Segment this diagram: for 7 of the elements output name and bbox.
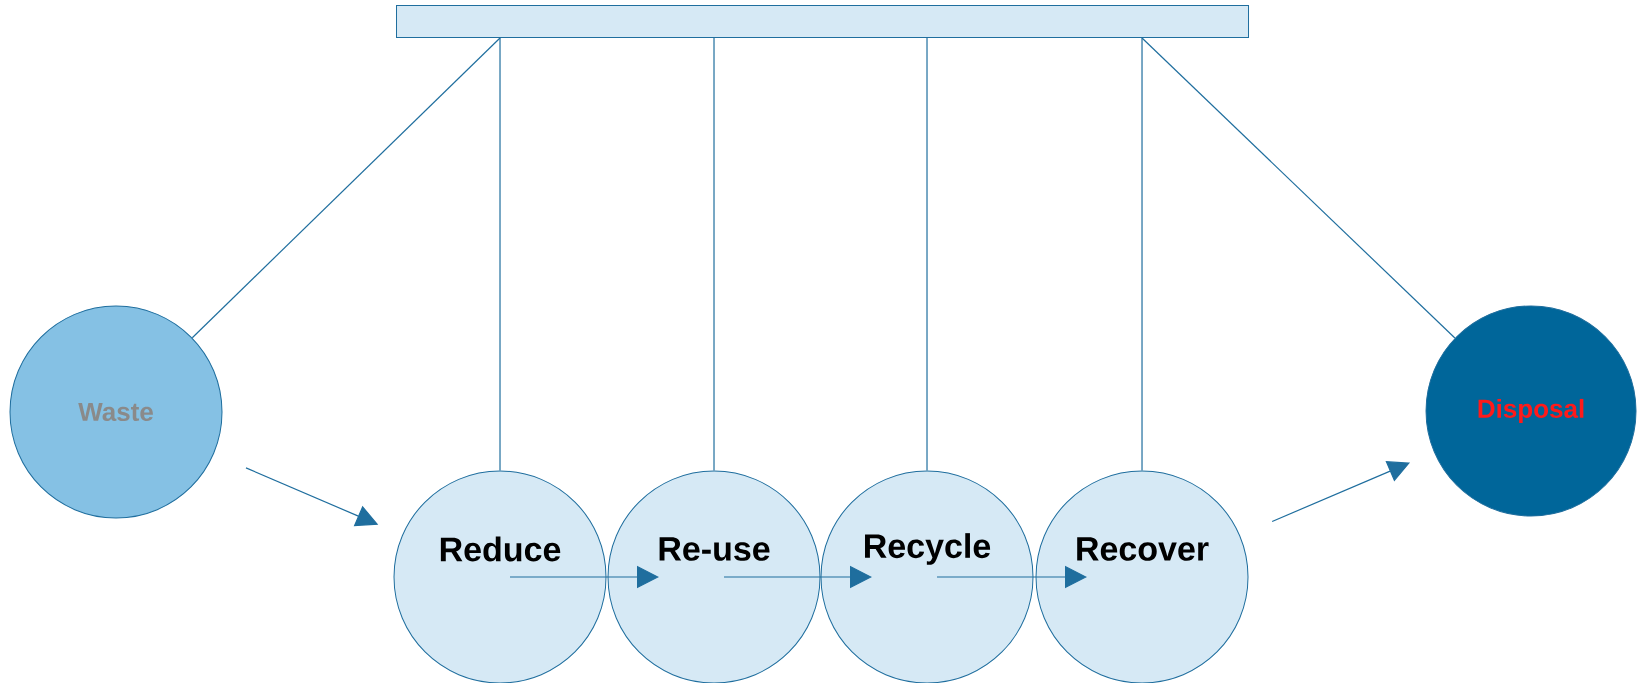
- string-line: [1141, 37, 1143, 472]
- string-line: [499, 37, 501, 472]
- string-line: [191, 37, 501, 339]
- string-line: [926, 37, 928, 472]
- string-line: [1141, 37, 1456, 339]
- string-line: [713, 37, 715, 472]
- hanging-bar: [396, 5, 1249, 38]
